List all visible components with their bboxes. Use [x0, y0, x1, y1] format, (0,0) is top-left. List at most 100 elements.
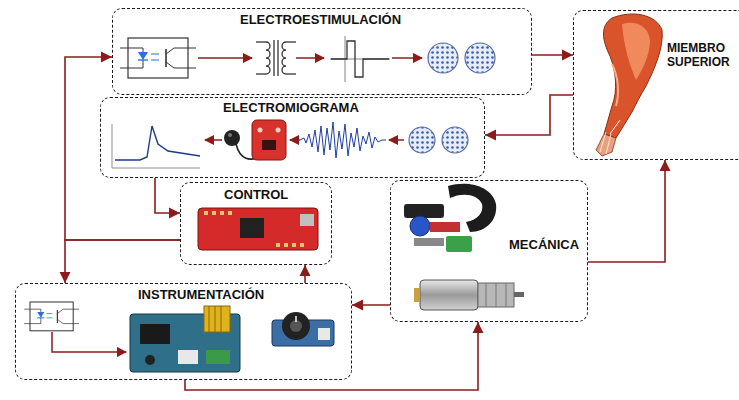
- group-heading: MECÁNICA: [509, 237, 579, 252]
- control-board: [228, 211, 232, 215]
- dc-motor: [506, 283, 507, 307]
- emg-raw-signal: [300, 122, 386, 158]
- arm-illustration: [596, 14, 662, 156]
- optocoupler-symbol: [40, 309, 41, 312]
- dc-motor: [414, 288, 420, 302]
- mechanism-illustration: [414, 238, 444, 246]
- mechanism-illustration: [410, 216, 430, 236]
- optocoupler-symbol: [151, 60, 159, 61]
- control-board: [276, 243, 280, 247]
- biphasic-pulse: [331, 41, 389, 77]
- transformer-symbol: [286, 41, 296, 42]
- internal-arrow: [205, 139, 222, 141]
- electrode-pair: [409, 127, 468, 153]
- encoder-sensor: [318, 328, 330, 340]
- mechanism-illustration: [430, 222, 460, 232]
- transformer-symbol: [273, 40, 274, 76]
- connector-arrow: [65, 57, 180, 240]
- control-board: [212, 211, 216, 215]
- transformer-symbol: [282, 42, 286, 74]
- mechanism-illustration: [404, 204, 444, 218]
- emg-board: [258, 128, 263, 133]
- optocoupler-symbol: [174, 48, 196, 49]
- internal-arrow: [296, 57, 324, 59]
- emg-board: [276, 128, 281, 133]
- connector-arrow: [485, 95, 573, 135]
- control-board: [204, 211, 304, 247]
- optocoupler-symbol: [165, 49, 167, 67]
- arm-illustration: [606, 134, 611, 154]
- connector-arrow: [155, 178, 180, 213]
- mechanism-illustration: [404, 184, 496, 252]
- group-heading: CONTROL: [224, 187, 288, 202]
- electrode-pair: [442, 127, 468, 153]
- optocoupler-symbol: [138, 52, 148, 60]
- internal-arrow: [389, 139, 404, 141]
- mechanism-illustration: [446, 236, 472, 252]
- optocoupler-symbol: [57, 309, 63, 313]
- transformer-symbol: [256, 73, 266, 74]
- control-board: [300, 214, 314, 226]
- internal-arrow: [198, 57, 252, 59]
- emg-plot: [112, 168, 200, 169]
- dashed-group-box: MIEMBRO SUPERIOR: [573, 10, 739, 160]
- arm-illustration: [610, 120, 620, 134]
- optocoupler-symbol: [37, 312, 44, 318]
- optocoupler-symbol: [138, 59, 148, 60]
- motor-driver-board: [204, 306, 230, 332]
- transformer-symbol: [277, 40, 278, 76]
- transformer-symbol: [256, 41, 266, 42]
- group-heading: MIEMBRO SUPERIOR: [667, 41, 737, 69]
- motor-driver-board: [140, 324, 170, 344]
- connector-arrow: [304, 265, 306, 283]
- electrode-pair: [409, 127, 435, 153]
- encoder-sensor: [282, 312, 310, 340]
- optocoupler-symbol: [166, 62, 174, 68]
- optocoupler-symbol: [30, 302, 73, 331]
- arm-illustration: [596, 134, 616, 156]
- optocoupler-symbol: [24, 323, 41, 324]
- arm-illustration: [622, 23, 650, 80]
- optocoupler-symbol: [57, 310, 58, 323]
- transformer-symbol: [256, 40, 296, 76]
- arm-illustration: [604, 14, 663, 138]
- optocoupler-symbol: [120, 38, 196, 78]
- emg-sensor: [228, 133, 232, 137]
- control-board: [292, 243, 296, 247]
- emg-plot: [112, 124, 200, 168]
- motor-driver-board: [215, 306, 216, 332]
- motor-driver-board: [145, 355, 155, 365]
- connector-arrow: [588, 160, 665, 262]
- optocoupler-symbol: [24, 309, 41, 310]
- optocoupler-symbol: [128, 38, 188, 78]
- group-heading: INSTRUMENTACIÓN: [138, 287, 264, 302]
- encoder-sensor: [272, 312, 334, 346]
- dc-motor: [496, 283, 497, 307]
- optocoupler-symbol: [143, 60, 144, 68]
- electrode-pair: [428, 43, 458, 73]
- dashed-group-box: CONTROL: [180, 182, 332, 265]
- emg-board: [252, 120, 286, 160]
- optocoupler-symbol: [63, 309, 79, 310]
- internal-arrow: [392, 57, 422, 59]
- optocoupler-symbol: [166, 48, 174, 54]
- optocoupler-symbol: [120, 68, 143, 69]
- optocoupler-symbol: [57, 319, 63, 323]
- optocoupler-symbol: [120, 48, 143, 49]
- arm-illustration: [612, 64, 618, 106]
- connector-arrow: [532, 54, 573, 56]
- group-heading: ELECTROMIOGRAMA: [223, 100, 359, 115]
- optocoupler-symbol: [151, 54, 159, 55]
- dashed-group-box: INSTRUMENTACIÓN: [15, 283, 352, 380]
- optocoupler-symbol: [174, 68, 196, 69]
- motor-driver-board: [130, 306, 240, 372]
- emg-board: [252, 120, 286, 160]
- arm-illustration: [600, 132, 606, 152]
- dashed-group-box: MECÁNICA: [390, 180, 588, 322]
- control-board: [198, 208, 318, 250]
- group-heading: ELECTROESTIMULACIÓN: [240, 12, 401, 27]
- motor-driver-board: [221, 306, 222, 332]
- internal-arrow: [52, 332, 126, 352]
